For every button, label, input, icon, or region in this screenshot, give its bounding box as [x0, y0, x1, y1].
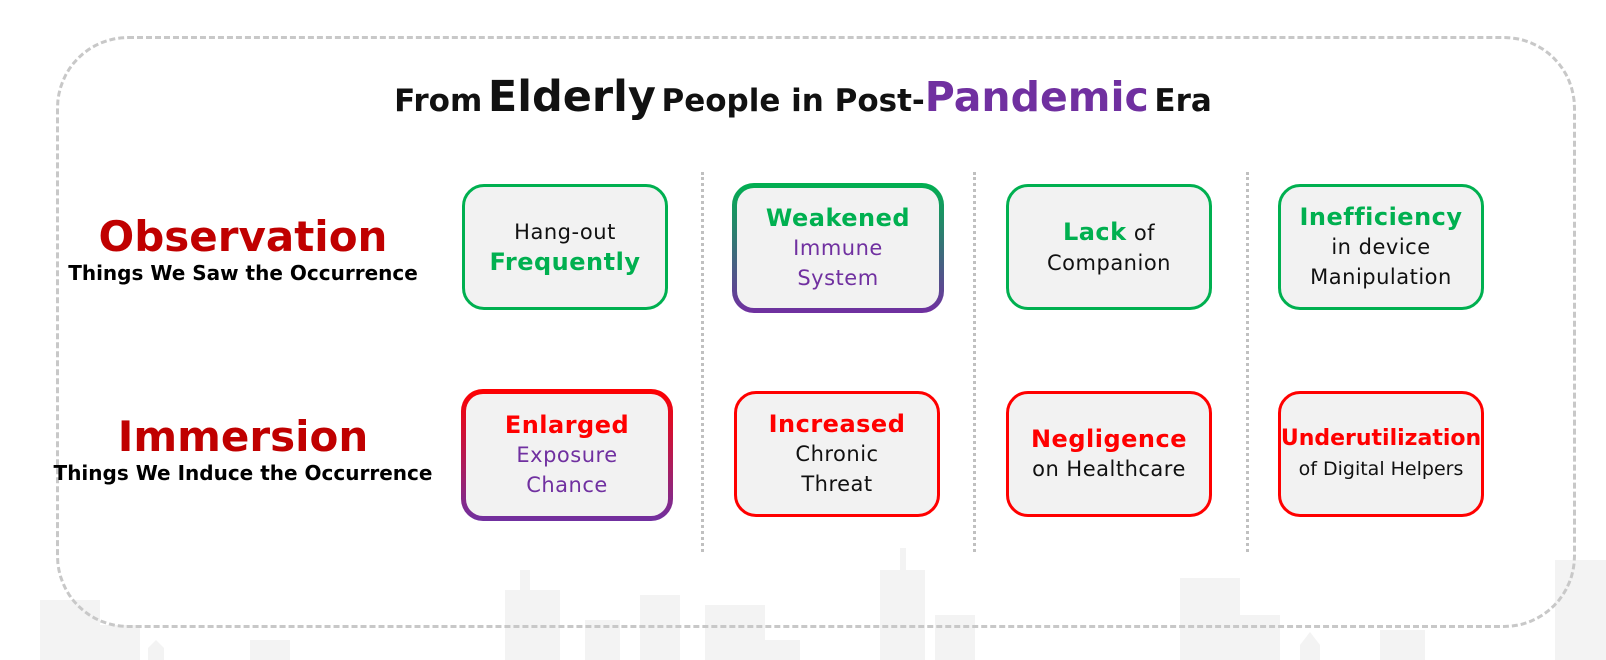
title-from: From	[394, 83, 483, 119]
card-keyword: Inefficiency	[1299, 203, 1463, 231]
card-weakened-immune-system: Weakened Immune System	[732, 183, 944, 313]
card-text: of	[1133, 220, 1156, 245]
card-text: of Digital Helpers	[1298, 458, 1464, 480]
card-text: Hang-out	[514, 220, 616, 244]
card-text: System	[797, 266, 879, 290]
immersion-subtitle: Things We Induce the Occurrence	[53, 461, 433, 485]
title-people-in-post: People in Post-	[661, 83, 925, 119]
card-keyword: Enlarged	[504, 411, 630, 439]
observation-subtitle: Things We Saw the Occurrence	[68, 261, 418, 285]
dashed-frame	[56, 36, 1576, 628]
card-inefficiency-device-manipulation: Inefficiency in device Manipulation	[1278, 184, 1484, 310]
column-divider	[973, 172, 976, 552]
card-underutilization-digital-helpers: Underutilization of Digital Helpers	[1278, 391, 1484, 517]
card-text: Companion	[1047, 250, 1171, 275]
column-divider	[1246, 172, 1249, 552]
card-text: Immune	[793, 236, 883, 260]
card-keyword: Lack	[1062, 217, 1127, 246]
observation-heading: Observation	[98, 212, 388, 261]
card-keyword: Frequently	[489, 248, 641, 276]
card-keyword: Negligence	[1030, 425, 1188, 453]
card-keyword: Underutilization	[1280, 426, 1482, 451]
card-negligence-on-healthcare: Negligence on Healthcare	[1006, 391, 1212, 517]
card-hang-out-frequently: Hang-out Frequently	[462, 184, 668, 310]
card-text: Threat	[801, 472, 873, 496]
card-text: Exposure	[516, 443, 618, 467]
card-text: Chance	[526, 473, 608, 497]
card-keyword: Increased	[768, 410, 906, 438]
card-keyword: Weakened	[765, 204, 911, 232]
diagram-title: From Elderly People in Post-Pandemic Era	[0, 72, 1606, 122]
card-text: Chronic	[795, 442, 879, 466]
card-text: in device	[1331, 235, 1431, 259]
immersion-heading: Immersion	[117, 412, 369, 461]
observation-row-label: Observation Things We Saw the Occurrence	[43, 214, 443, 286]
card-enlarged-exposure-chance: Enlarged Exposure Chance	[461, 389, 673, 521]
card-increased-chronic-threat: Increased Chronic Threat	[734, 391, 940, 517]
title-elderly: Elderly	[487, 72, 656, 122]
card-text: on Healthcare	[1032, 457, 1186, 481]
title-pandemic: Pandemic	[924, 73, 1149, 121]
title-era: Era	[1154, 83, 1212, 119]
column-divider	[701, 172, 704, 552]
card-lack-of-companion: Lack of Companion	[1006, 184, 1212, 310]
immersion-row-label: Immersion Things We Induce the Occurrenc…	[43, 414, 443, 486]
card-text: Manipulation	[1310, 265, 1452, 289]
